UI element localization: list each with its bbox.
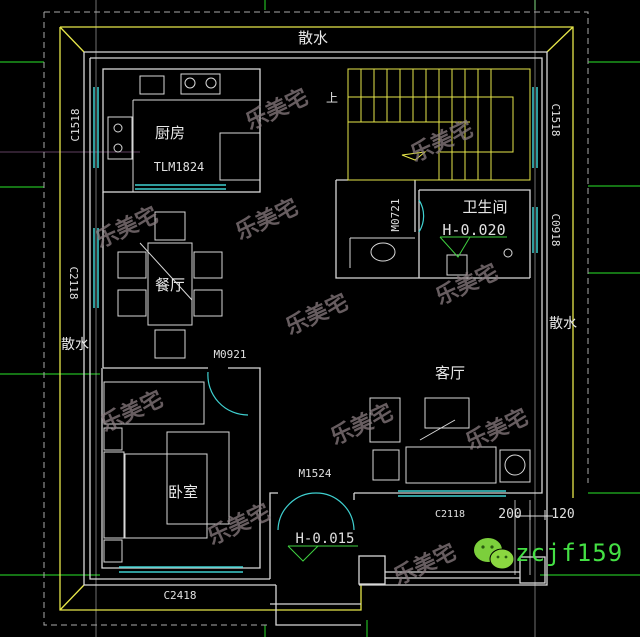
doors — [207, 199, 425, 531]
staircase[interactable] — [347, 68, 531, 181]
kitchen-door-label: TLM1824 — [154, 160, 205, 174]
bathroom-label: 卫生间 — [462, 198, 507, 216]
watermark: 乐美宅 — [407, 116, 478, 167]
walls — [83, 51, 548, 626]
watermark: 乐美宅 — [462, 404, 533, 455]
bathroom-door-label: M0721 — [389, 198, 402, 231]
apron-top-label: 散水 — [298, 29, 328, 47]
apron-left-label: 散水 — [61, 337, 89, 353]
entry-door-label: M1524 — [298, 467, 331, 480]
windows — [93, 87, 538, 573]
watermark: 乐美宅 — [282, 289, 353, 340]
dimension-120: 120 — [551, 507, 574, 522]
contact-id: zcjf159 — [515, 539, 623, 567]
axis-lines — [0, 0, 536, 637]
kitchen-label: 厨房 — [155, 124, 185, 142]
entry-level-label: H-0.015 — [295, 531, 354, 547]
bathroom-level-label: H-0.020 — [442, 221, 505, 239]
apron-outline — [59, 26, 574, 611]
window-dining-label: C2118 — [67, 266, 80, 299]
window-bedroom-label: C2418 — [163, 589, 196, 602]
bedroom-label: 卧室 — [168, 483, 198, 501]
dimension-200: 200 — [498, 507, 521, 522]
watermark: 乐美宅 — [390, 539, 461, 590]
watermark: 乐美宅 — [204, 499, 275, 550]
bathroom-fixtures — [349, 237, 513, 276]
bedroom-door-label: M0921 — [213, 348, 246, 361]
watermark: 乐美宅 — [232, 194, 303, 245]
site-boundary — [43, 11, 589, 626]
window-stair-label: C1518 — [549, 103, 562, 136]
apron-right-label: 散水 — [549, 316, 577, 332]
stair-up-label: 上 — [326, 91, 338, 105]
living-room-label: 客厅 — [435, 364, 465, 382]
window-living-label: C2118 — [435, 509, 465, 520]
watermark: 乐美宅 — [242, 84, 313, 135]
watermark: 乐美宅 — [327, 399, 398, 450]
window-kitchen-label: C1518 — [69, 108, 82, 141]
level-markers — [287, 236, 553, 562]
furniture — [103, 211, 531, 563]
wechat-icon — [474, 538, 515, 570]
watermark: 乐美宅 — [92, 202, 163, 253]
dining-label: 餐厅 — [155, 276, 185, 294]
kitchen-fixtures — [107, 73, 261, 192]
window-bath-label: C0918 — [549, 213, 562, 246]
watermark: 乐美宅 — [97, 386, 168, 437]
